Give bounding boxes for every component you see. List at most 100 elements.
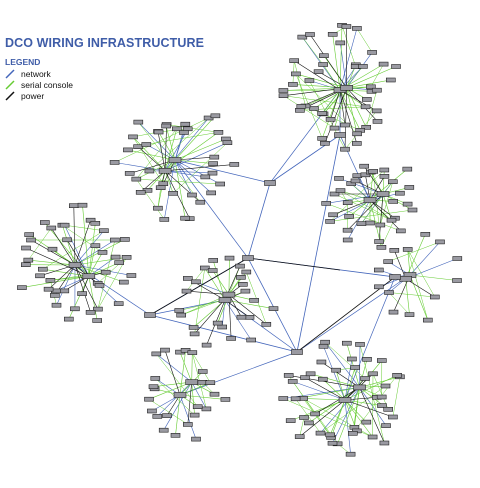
network-link [74,239,116,266]
device-node [161,123,171,129]
device-node [147,408,157,414]
device-node [278,93,289,98]
device-node [93,306,103,312]
device-node [304,78,315,83]
device-node [148,384,159,390]
network-link [114,162,166,172]
device-node [350,178,361,184]
serial-console-link [346,79,391,89]
network-link [88,256,116,277]
device-node [236,274,246,280]
serial-console-line-swatch [5,79,15,90]
device-node [183,276,193,281]
device-node [110,254,121,260]
device-node [342,227,353,233]
device-node [244,314,255,320]
serial-console-link [136,178,165,220]
device-node [123,147,133,153]
device-node [335,40,346,46]
serial-console-link [369,168,408,201]
device-node [182,126,193,132]
device-node [340,146,350,152]
device-node [176,312,186,318]
serial-console-link [321,89,341,139]
serial-console-link [181,290,246,316]
device-node [180,215,190,221]
device-node [82,273,96,280]
device-node [278,396,289,401]
device-node [208,258,218,263]
power-link [247,257,341,271]
device-node [187,192,197,198]
serial-console-link [62,225,76,266]
device-node [309,106,319,111]
device-node [375,222,386,228]
serial-console-link [359,376,400,388]
power-link [165,164,235,172]
device-node [207,170,218,176]
power-link [294,60,341,91]
device-node [361,419,372,425]
serial-console-link [165,125,176,161]
serial-console-link [326,203,401,232]
serial-console-link [50,275,89,281]
device-node [208,161,218,166]
device-node [205,380,216,386]
network-link [179,351,298,396]
power-link [129,159,176,174]
device-node [404,185,415,190]
network-link [174,159,212,194]
device-node [378,61,389,67]
power-link [51,227,76,266]
device-node [200,174,211,180]
device-node [113,301,124,306]
device-node [395,228,406,234]
device-node [361,97,372,102]
device-node [316,359,327,365]
legend-item-network: network [5,68,51,79]
device-node [352,173,363,178]
device-node [372,87,382,93]
serial-console-link [407,249,429,321]
legend-item-power: power [5,90,44,101]
power-link [157,131,166,171]
serial-console-link [174,115,216,161]
device-node [356,221,367,226]
device-node [209,154,220,160]
device-node [85,309,96,315]
device-node [90,221,101,226]
device-node [338,397,352,403]
serial-console-link [127,149,176,161]
device-node [363,197,377,203]
power-link [296,276,396,353]
serial-console-link [283,95,366,108]
device-node [297,34,308,40]
device-node [100,269,111,275]
device-node [59,222,70,228]
network-link [74,230,105,266]
device-node [242,255,254,261]
power-link [365,174,371,201]
device-node [353,384,366,391]
device-node [174,308,185,313]
device-node [221,136,231,142]
device-node [114,260,124,265]
power-link [405,278,435,298]
legend-heading: LEGEND [5,57,41,67]
power-link [324,87,347,144]
network-link [339,28,358,91]
serial-console-link [380,181,394,226]
device-node [160,347,170,353]
device-node [347,430,358,436]
device-node [360,376,370,381]
network-link [174,159,249,259]
device-node [362,356,372,362]
device-node [155,185,166,190]
serial-console-link [365,90,378,128]
serial-console-link [372,171,382,248]
power-link [74,264,91,313]
device-node [183,422,193,427]
serial-console-link [337,387,360,444]
device-node [135,190,146,195]
device-node [376,245,387,250]
